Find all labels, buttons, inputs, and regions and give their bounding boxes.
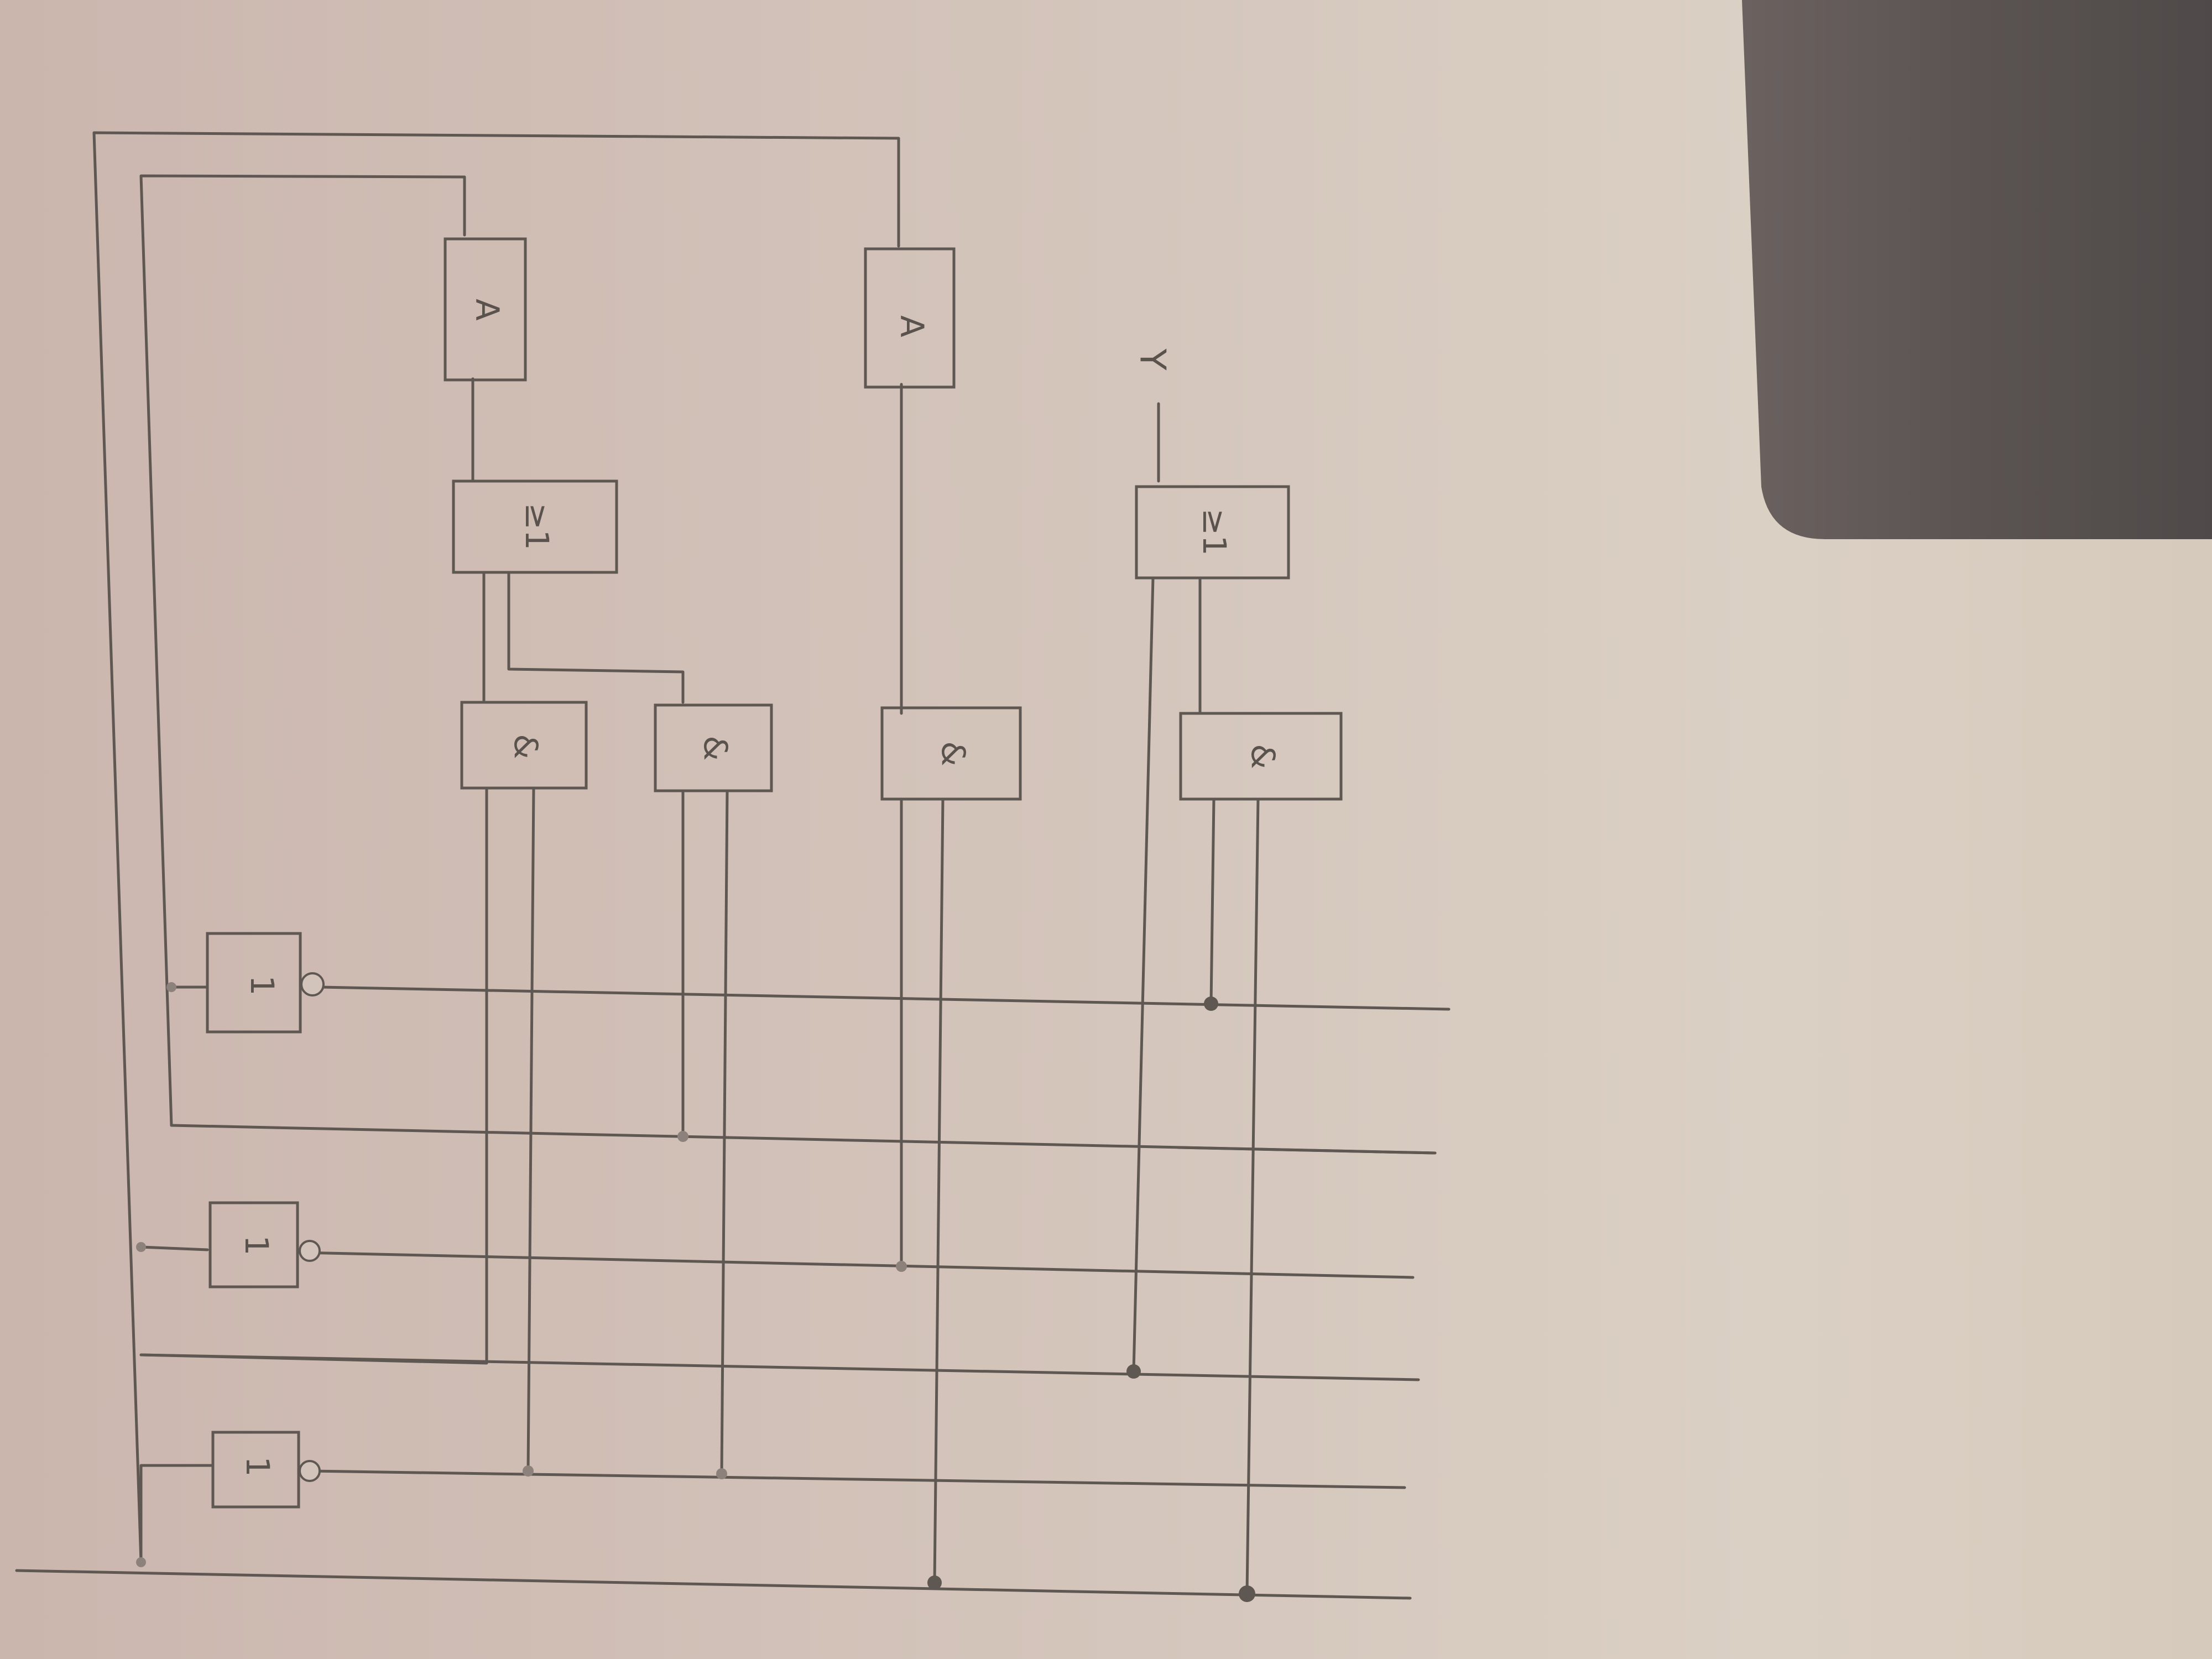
and-gate-2-label: & [697,735,734,760]
and-gate-3-label: & [935,741,972,766]
shadow-object [1742,0,2212,539]
not-gate-mid: 1 [208,1201,321,1288]
not-gate-mid-label: 1 [238,1235,275,1256]
not-gate-top: 1 [206,932,325,1034]
trigger-right-label: A [893,315,931,337]
or-gate-left: ≥1 [452,479,618,574]
trigger-left-label: A [468,299,506,321]
and-gate-3: & [880,706,1022,801]
or-gate-right-label: ≥1 [1196,508,1233,556]
circuit-wires [15,131,1451,1600]
not-gate-bottom-label: 1 [239,1457,276,1477]
and-gate-1-label: & [507,734,545,759]
or-gate-left-label: ≥1 [518,503,556,550]
not-gate-top-label: 1 [243,975,281,996]
output-y-label: Y [1131,348,1172,371]
not-gate-bottom: 1 [211,1431,321,1509]
trigger-right: A [864,247,956,389]
and-gate-2: & [654,703,773,792]
and-gate-4-label: & [1244,744,1282,769]
or-gate-right: ≥1 [1135,485,1290,580]
and-gate-1: & [460,701,588,790]
trigger-left: A [444,237,527,382]
junction-dots [136,982,1255,1602]
and-gate-4: & [1179,712,1343,801]
